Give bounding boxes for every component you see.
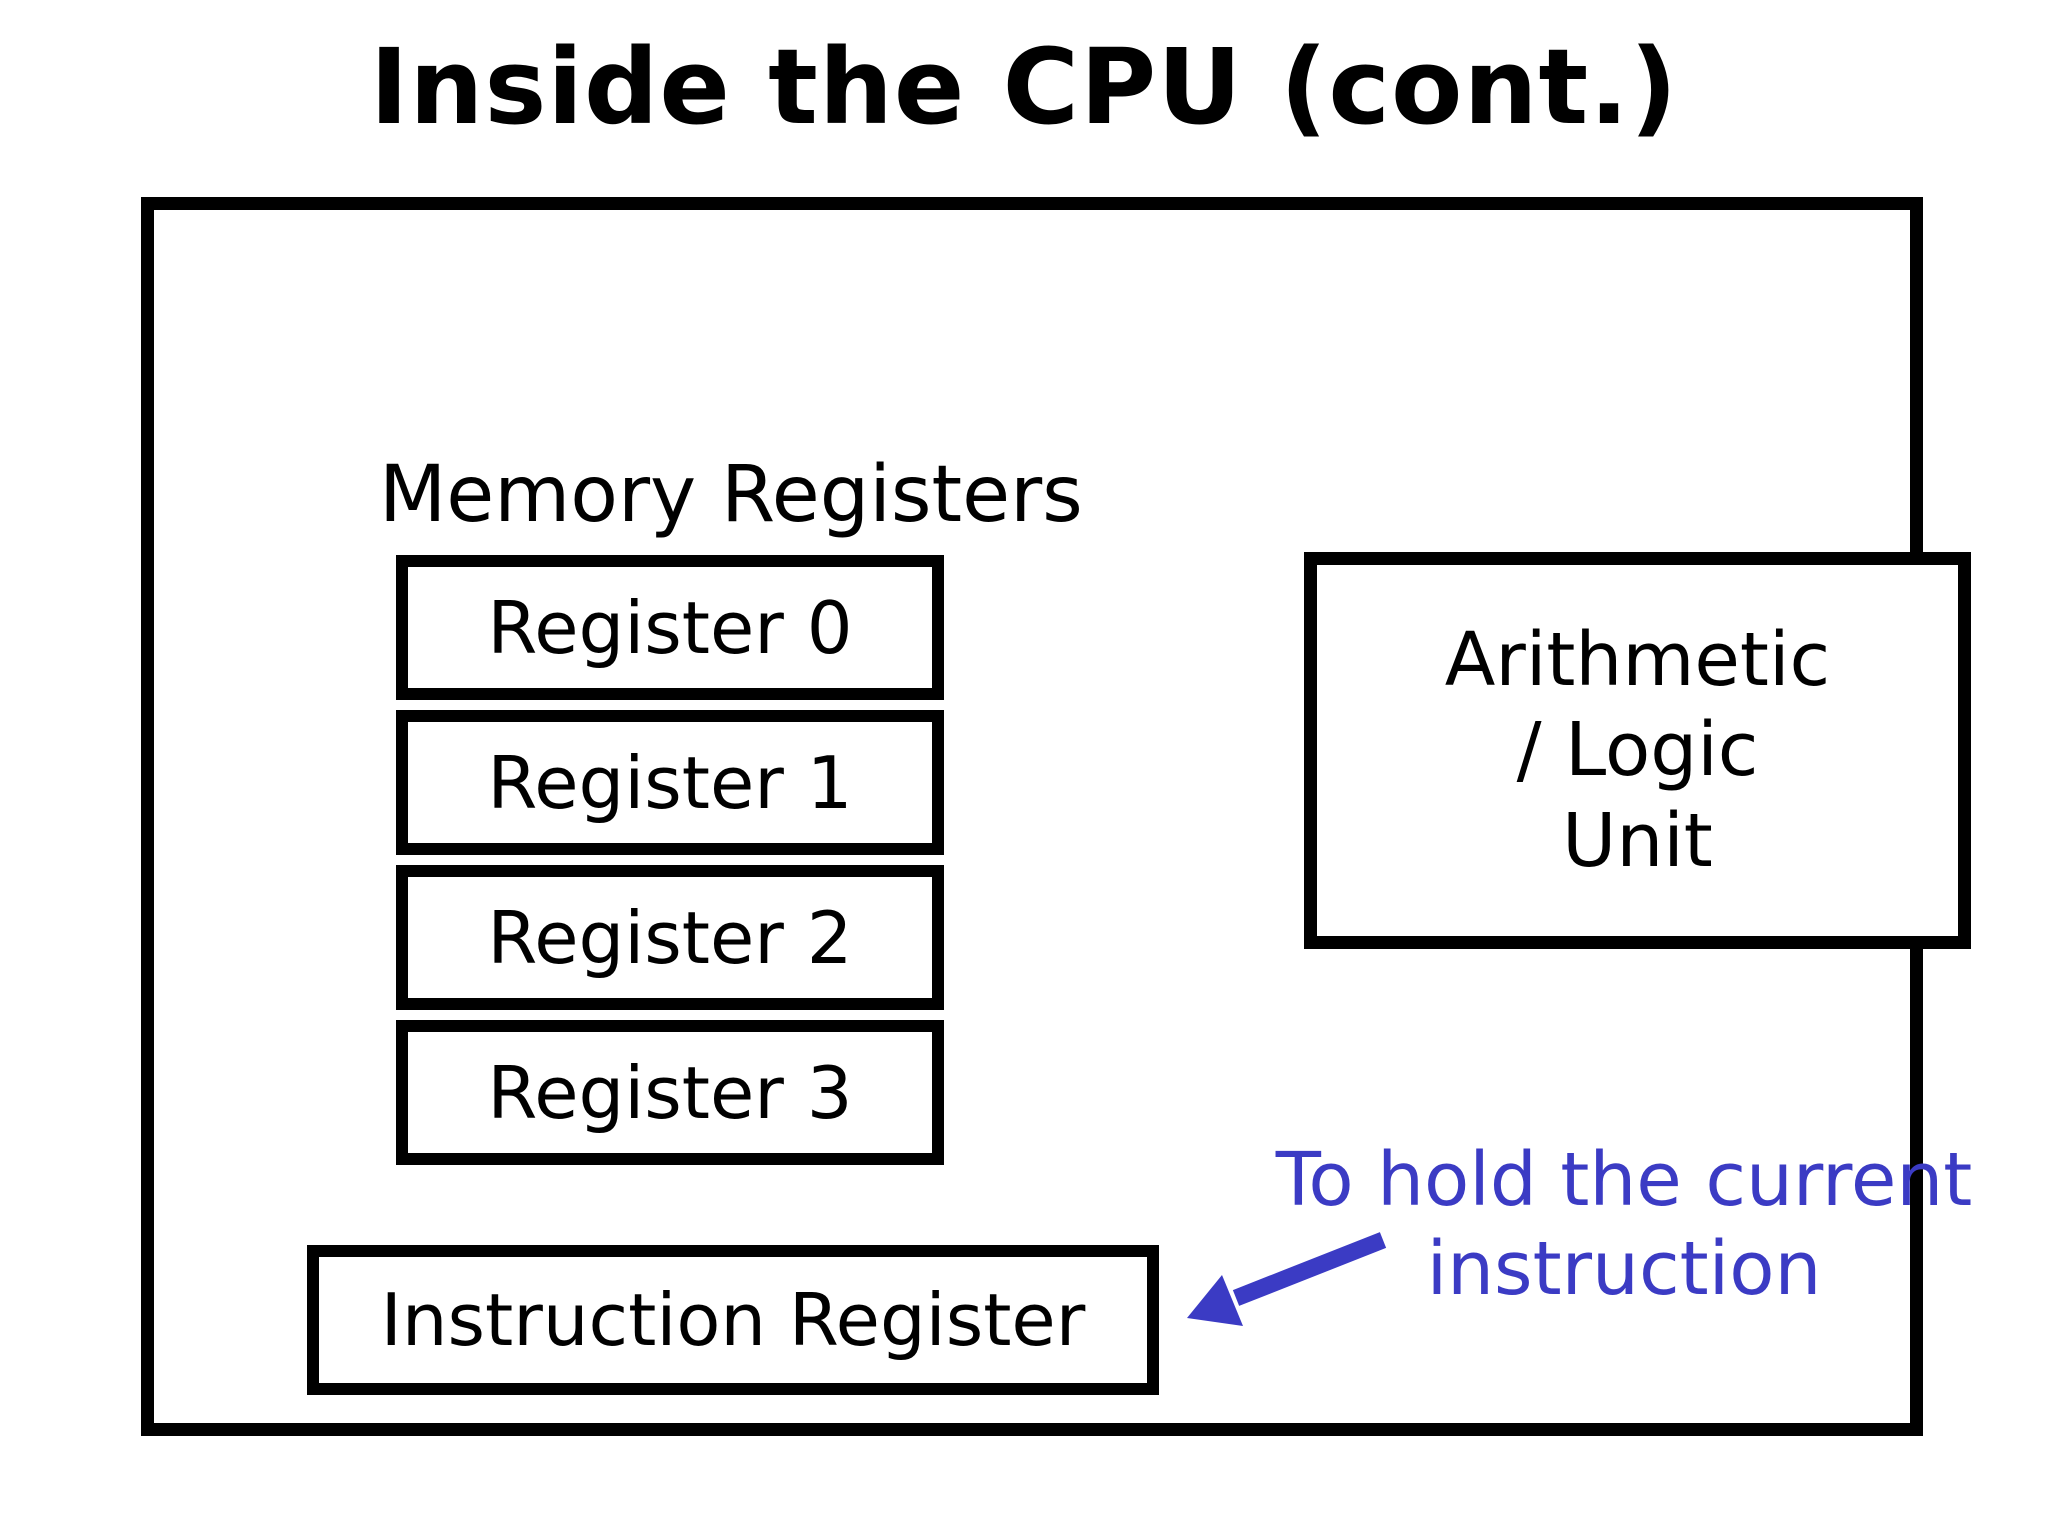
register-2-label: Register 2 xyxy=(487,895,853,980)
register-1-box: Register 1 xyxy=(396,710,944,855)
annotation-line-2: instruction xyxy=(1426,1225,1822,1312)
alu-label-line-2: / Logic xyxy=(1516,707,1759,794)
register-3-box: Register 3 xyxy=(396,1020,944,1165)
register-0-label: Register 0 xyxy=(487,585,853,670)
memory-registers-label: Memory Registers xyxy=(379,450,1083,540)
arrow-icon xyxy=(1187,1232,1387,1326)
alu-label-line-3: Unit xyxy=(1562,797,1713,884)
register-1-label: Register 1 xyxy=(487,740,853,825)
annotation-line-1: To hold the current xyxy=(1275,1137,1973,1223)
instruction-register-label: Instruction Register xyxy=(380,1278,1086,1362)
slide-title: Inside the CPU (cont.) xyxy=(369,26,1679,148)
register-0-box: Register 0 xyxy=(396,555,944,700)
annotation-text: To hold the current instruction xyxy=(1194,1136,2048,1314)
cpu-outline-box: Memory Registers Register 0 Register 1 R… xyxy=(141,197,1972,1436)
alu-label-line-1: Arithmetic xyxy=(1444,617,1831,704)
instruction-register-box: Instruction Register xyxy=(307,1245,1159,1395)
alu-box: Arithmetic / Logic Unit xyxy=(1304,552,1971,949)
register-2-box: Register 2 xyxy=(396,865,944,1010)
register-3-label: Register 3 xyxy=(487,1050,853,1135)
alu-label: Arithmetic / Logic Unit xyxy=(1445,615,1830,886)
